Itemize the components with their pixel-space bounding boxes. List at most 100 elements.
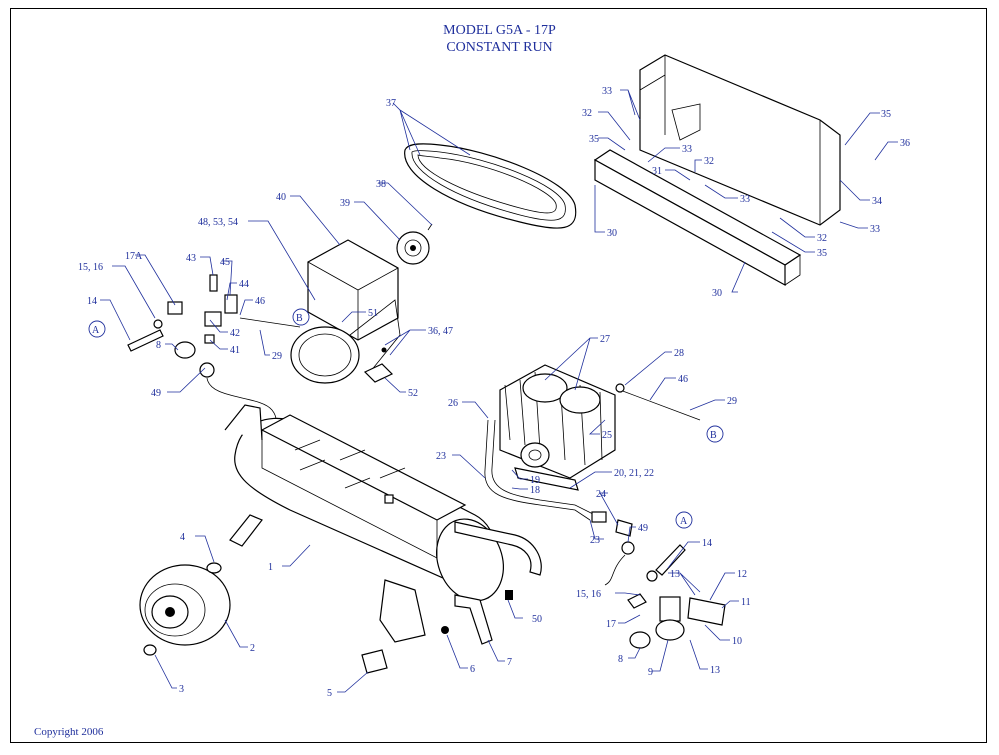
callout-41: 41	[230, 345, 240, 356]
callout-2: 2	[250, 643, 255, 654]
callout-14: 14	[87, 296, 97, 307]
callout-49: 49	[151, 388, 161, 399]
callout-18: 18	[530, 485, 540, 496]
callout-15-16: 15, 16	[78, 262, 103, 273]
callout-48-53-54: 48, 53, 54	[198, 217, 238, 228]
callout-5: 5	[327, 688, 332, 699]
pressure-switch-assembly	[127, 274, 301, 436]
wheel-nut	[143, 644, 157, 656]
callout-36: 36	[900, 138, 910, 149]
callout-29: 29	[727, 396, 737, 407]
marker-a-label: A	[680, 516, 688, 527]
callout-32: 32	[817, 233, 827, 244]
safety-valve	[505, 590, 513, 600]
callout-13: 13	[670, 569, 680, 580]
callout-36-47: 36, 47	[428, 326, 453, 337]
regulator-assembly	[627, 544, 726, 649]
callout-32: 32	[582, 108, 592, 119]
callout-24: 24	[596, 489, 606, 500]
callout-33: 33	[740, 194, 750, 205]
copyright-notice: Copyright 2006	[34, 726, 104, 738]
callout-12: 12	[737, 569, 747, 580]
callout-14: 14	[702, 538, 712, 549]
callout-20-21-22: 20, 21, 22	[614, 468, 654, 479]
callout-4: 4	[180, 532, 185, 543]
callout-35: 35	[817, 248, 827, 259]
callout-37: 37	[386, 98, 396, 109]
axle-bolt	[206, 514, 263, 574]
drive-belt	[404, 143, 577, 229]
callout-1: 1	[268, 562, 273, 573]
callout-6: 6	[470, 664, 475, 675]
callout-27: 27	[600, 334, 610, 345]
callout-17a: 17A	[125, 251, 143, 262]
callout-52: 52	[408, 388, 418, 399]
callout-33: 33	[870, 224, 880, 235]
callout-33: 33	[682, 144, 692, 155]
marker-a-left	[88, 320, 106, 338]
title-subtitle: CONSTANT RUN	[446, 40, 553, 55]
callout-8: 8	[156, 340, 161, 351]
marker-a-right	[675, 511, 693, 529]
callout-50: 50	[532, 614, 542, 625]
air-tank	[224, 404, 504, 602]
callout-45: 45	[220, 257, 230, 268]
callout-11: 11	[741, 597, 751, 608]
marker-a-label: A	[92, 325, 100, 336]
belt-guard-bracket	[593, 149, 802, 287]
callout-10: 10	[732, 636, 742, 647]
callout-43: 43	[186, 253, 196, 264]
discharge-tube	[484, 419, 635, 586]
callout-23: 23	[436, 451, 446, 462]
callout-19: 19	[530, 475, 540, 486]
callout-labels: 37 33 32 35 33 32 31 35 36 34 33 32 33 3…	[78, 86, 910, 699]
compressor-pump	[499, 364, 701, 491]
marker-b-right	[706, 425, 724, 443]
callout-30: 30	[607, 228, 617, 239]
callout-15-16: 15, 16	[576, 589, 601, 600]
callout-44: 44	[239, 279, 249, 290]
callout-25: 25	[602, 430, 612, 441]
rubber-foot	[361, 649, 388, 674]
callout-30: 30	[712, 288, 722, 299]
callout-34: 34	[872, 196, 882, 207]
drain-valve	[441, 626, 449, 634]
callout-33: 33	[602, 86, 612, 97]
callout-46: 46	[255, 296, 265, 307]
title-model: MODEL G5A - 17P	[443, 23, 556, 38]
marker-b-label: B	[710, 430, 717, 441]
callout-28: 28	[674, 348, 684, 359]
callout-42: 42	[230, 328, 240, 339]
callout-35: 35	[881, 109, 891, 120]
tank-foot	[379, 579, 426, 643]
tank-handle	[454, 521, 542, 645]
callout-8: 8	[618, 654, 623, 665]
marker-b-label: B	[296, 313, 303, 324]
callout-9: 9	[648, 667, 653, 678]
callout-35: 35	[589, 134, 599, 145]
callout-26: 26	[448, 398, 458, 409]
callout-49: 49	[638, 523, 648, 534]
callout-39: 39	[340, 198, 350, 209]
callout-7: 7	[507, 657, 512, 668]
belt-guard	[639, 54, 841, 226]
callout-17: 17	[606, 619, 616, 630]
wheel	[139, 564, 231, 646]
callout-32: 32	[704, 156, 714, 167]
callout-40: 40	[276, 192, 286, 203]
electric-motor	[290, 239, 401, 384]
diagram-title: MODEL G5A - 17P CONSTANT RUN	[0, 22, 999, 56]
callout-46: 46	[678, 374, 688, 385]
marker-b-left	[292, 308, 310, 326]
motor-pulley	[396, 223, 433, 265]
callout-3: 3	[179, 684, 184, 695]
callout-38: 38	[376, 179, 386, 190]
drawing-border	[10, 8, 987, 743]
callout-31: 31	[652, 166, 662, 177]
callout-51: 51	[368, 308, 378, 319]
callout-29: 29	[272, 351, 282, 362]
callout-13: 13	[710, 665, 720, 676]
leader-lines	[100, 89, 898, 693]
callout-23: 23	[590, 535, 600, 546]
